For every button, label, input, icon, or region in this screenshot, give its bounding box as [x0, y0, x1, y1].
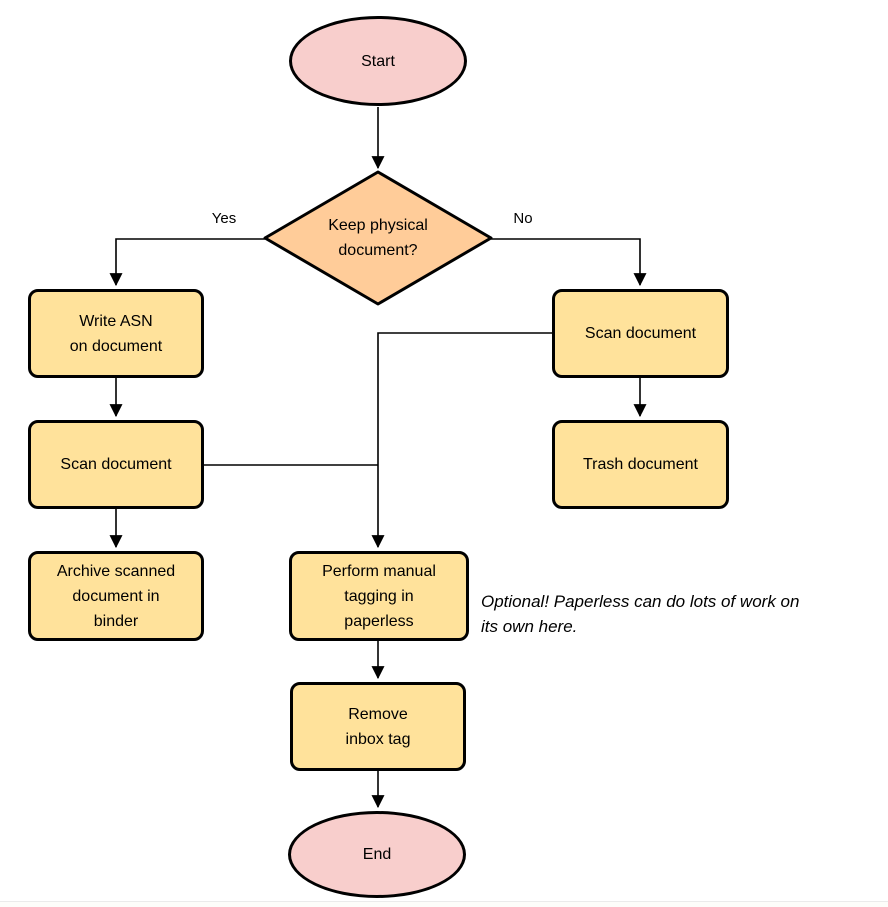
node-trash-label: Trash document [582, 456, 698, 473]
node-archive-scanned-document: Archive scanned document in binder [28, 551, 204, 641]
node-scan-document-right: Scan document [552, 289, 729, 378]
node-start-label: Start [361, 52, 395, 70]
node-scan-document-left: Scan document [28, 420, 204, 509]
node-end-label: End [362, 846, 392, 863]
node-scan-right-label: Scan document [584, 325, 697, 342]
node-end: End [288, 811, 466, 898]
annotation-optional-note: Optional! Paperless can do lots of work … [481, 592, 800, 636]
node-trash-document: Trash document [552, 420, 729, 509]
node-decision-keep-physical-document: Keep physical document? [268, 212, 488, 264]
connector-scan-right-tagging [371, 332, 552, 549]
node-remove-inbox-tag: Remove inbox tag [290, 682, 466, 771]
node-perform-manual-tagging: Perform manual tagging in paperless [289, 551, 469, 641]
node-remove-inbox-label: Remove inbox tag [345, 705, 411, 748]
edge-label-no: No [513, 210, 533, 227]
node-scan-left-label: Scan document [60, 456, 172, 473]
node-write-asn-label: Write ASN on document [69, 312, 163, 355]
edge-label-yes: Yes [211, 210, 237, 227]
node-archive-label: Archive scanned document in binder [56, 562, 176, 630]
node-start: Start [289, 16, 467, 106]
connector-decision-write-asn-yes [109, 238, 265, 287]
decision-keep-physical-document-shape [263, 170, 493, 306]
node-write-asn-on-document: Write ASN on document [28, 289, 204, 378]
connector-decision-scan-right-no [491, 238, 647, 287]
page-bottom-divider [0, 901, 888, 907]
node-decision-label: Keep physical document? [328, 217, 428, 259]
node-tagging-label: Perform manual tagging in paperless [322, 562, 436, 630]
